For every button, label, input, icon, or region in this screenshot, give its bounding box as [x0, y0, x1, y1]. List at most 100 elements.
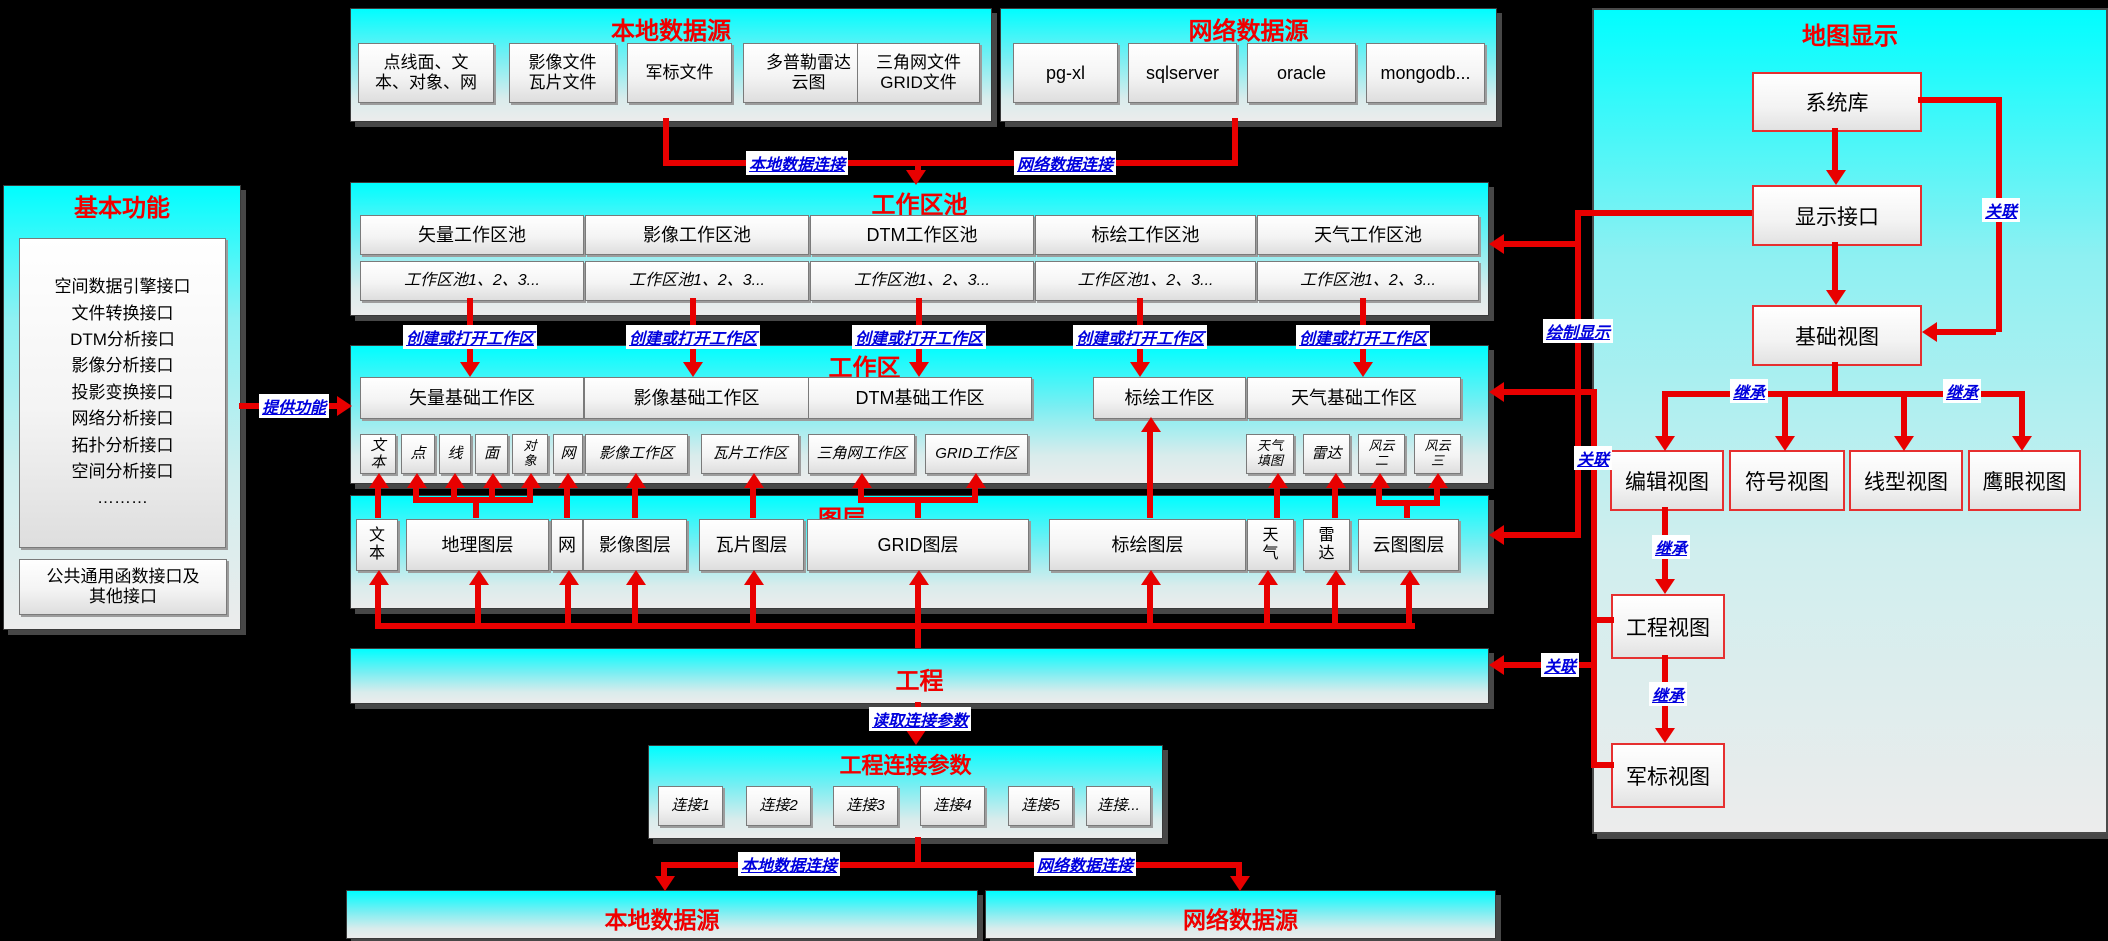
- arrowhead-down-icon: [683, 362, 703, 377]
- edge-label-assoc: 关联: [1540, 653, 1580, 677]
- datasource-item: oracle: [1247, 43, 1356, 103]
- flow-line: [1832, 362, 1838, 394]
- flow-line: [1147, 430, 1153, 518]
- layer-item: 地理图层: [406, 519, 549, 571]
- edge-label-provide: 提供功能: [258, 394, 330, 418]
- arrowhead-up-icon: [966, 473, 986, 488]
- layer-item: 瓦片图层: [699, 519, 804, 571]
- arrowhead-up-icon: [744, 570, 764, 585]
- connection-item: 连接...: [1086, 786, 1151, 826]
- workspace-item: 标绘工作区: [1093, 377, 1246, 419]
- arrowhead-up-icon: [1141, 417, 1161, 432]
- panel-title: 地图显示: [1802, 23, 1898, 50]
- panel-title: 网络数据源: [1188, 18, 1309, 45]
- workspace-sub-item: 网: [553, 434, 583, 474]
- project-view-box: 工程视图: [1611, 594, 1725, 659]
- flow-line: [972, 486, 978, 500]
- arrowhead-down-icon: [2012, 436, 2032, 451]
- arrowhead-up-icon: [1326, 570, 1346, 585]
- edge-label-draw-display: 绘制显示: [1542, 319, 1614, 343]
- flow-line: [1147, 583, 1153, 626]
- flow-line: [473, 500, 479, 518]
- arrowhead-up-icon: [483, 473, 503, 488]
- arrowhead-right-icon: [337, 396, 352, 416]
- edge-label-read-conn: 读取连接参数: [868, 707, 972, 731]
- linetype-view-box: 线型视图: [1849, 450, 1963, 511]
- panel-workspace-pool: 工作区池 矢量工作区池 影像工作区池 DTM工作区池 标绘工作区池 天气工作区池…: [350, 182, 1489, 316]
- workspace-item: 天气基础工作区: [1247, 377, 1461, 419]
- flow-line: [915, 837, 921, 865]
- flow-line: [632, 486, 638, 518]
- flow-line: [1575, 210, 1752, 216]
- edge-label-assoc: 关联: [1981, 198, 2021, 222]
- flow-line: [565, 583, 571, 626]
- layer-item: 云图图层: [1358, 519, 1459, 571]
- edge-label-assoc: 关联: [1573, 446, 1613, 470]
- panel-title: 基本功能: [74, 195, 170, 222]
- panel-local-datasource-top: 本地数据源 点线面、文 本、对象、网 影像文件 瓦片文件 军标文件 多普勒雷达 …: [350, 8, 992, 122]
- arrowhead-up-icon: [909, 570, 929, 585]
- arrowhead-down-icon: [1655, 436, 1675, 451]
- flow-line: [1918, 97, 1999, 103]
- connection-item: 连接1: [658, 786, 723, 826]
- edge-label-create-open: 创建或打开工作区: [851, 325, 987, 349]
- workspace-sub-item: 点: [401, 434, 435, 474]
- panel-network-datasource-top: 网络数据源 pg-xl sqlserver oracle mongodb...: [1000, 8, 1497, 122]
- workspace-sub-item: 面: [475, 434, 508, 474]
- edge-label-local-conn: 本地数据连接: [737, 852, 841, 876]
- arrowhead-down-icon: [906, 730, 926, 745]
- interface-item: 影像分析接口: [71, 356, 174, 376]
- workspace-sub-item: 文 本: [360, 434, 396, 474]
- flow-line: [1503, 532, 1578, 538]
- edge-label-net-conn: 网络数据连接: [1013, 151, 1117, 175]
- flow-line: [489, 486, 495, 500]
- arrowhead-up-icon: [1141, 570, 1161, 585]
- arrowhead-down-icon: [1826, 290, 1846, 305]
- edge-label-net-conn: 网络数据连接: [1033, 852, 1137, 876]
- edge-label-create-open: 创建或打开工作区: [402, 325, 538, 349]
- panel-title: 工程连接参数: [839, 753, 972, 778]
- layer-item: 标绘图层: [1049, 519, 1246, 571]
- flow-line: [1503, 389, 1597, 395]
- flow-line: [1332, 486, 1338, 518]
- edge-label-create-open: 创建或打开工作区: [1072, 325, 1208, 349]
- flow-line: [915, 583, 921, 626]
- workspace-sub-item: 线: [439, 434, 471, 474]
- arrowhead-up-icon: [1400, 570, 1420, 585]
- arrowhead-left-icon: [1489, 525, 1504, 545]
- panel-workspace: 工作区 矢量基础工作区 影像基础工作区 DTM基础工作区 标绘工作区 天气基础工…: [350, 345, 1489, 484]
- panel-basic-functions: 基本功能 空间数据引擎接口 文件转换接口 DTM分析接口 影像分析接口 投影变换…: [3, 185, 241, 630]
- interface-item: 拓扑分析接口: [71, 435, 174, 455]
- panel-title: 工作区池: [871, 192, 968, 219]
- interface-item: ………: [97, 488, 148, 508]
- flow-line: [1662, 394, 1668, 438]
- flow-line: [1832, 128, 1838, 173]
- arrowhead-down-icon: [1353, 362, 1373, 377]
- arrowhead-down-icon: [1130, 362, 1150, 377]
- arrowhead-down-icon: [1894, 436, 1914, 451]
- interface-item: 网络分析接口: [71, 409, 174, 429]
- workspace-sub-item: 瓦片工作区: [701, 434, 799, 474]
- arrowhead-down-icon: [1826, 170, 1846, 185]
- interface-item: 投影变换接口: [71, 382, 174, 402]
- pool-item: 影像工作区池: [585, 215, 809, 255]
- flow-line: [1662, 391, 2025, 397]
- flow-line: [1332, 583, 1338, 626]
- arrowhead-up-icon: [469, 570, 489, 585]
- flow-line: [1575, 210, 1581, 538]
- common-functions-box: 公共通用函数接口及 其他接口: [19, 559, 227, 615]
- arrowhead-left-icon: [1489, 382, 1504, 402]
- pool-item: DTM工作区池: [810, 215, 1034, 255]
- workspace-item: 矢量基础工作区: [360, 377, 584, 419]
- flow-line: [1406, 583, 1412, 626]
- flow-line: [375, 623, 1415, 629]
- arrowhead-up-icon: [369, 570, 389, 585]
- flow-line: [750, 583, 756, 626]
- flow-line: [915, 500, 921, 518]
- pool-item: 矢量工作区池: [360, 215, 584, 255]
- workspace-sub-item: 天气 填图: [1246, 434, 1294, 474]
- flow-line: [1236, 868, 1242, 878]
- bar-local-datasource-bottom: 本地数据源: [346, 890, 978, 939]
- datasource-item: 军标文件: [627, 43, 732, 103]
- flow-line: [1274, 486, 1280, 518]
